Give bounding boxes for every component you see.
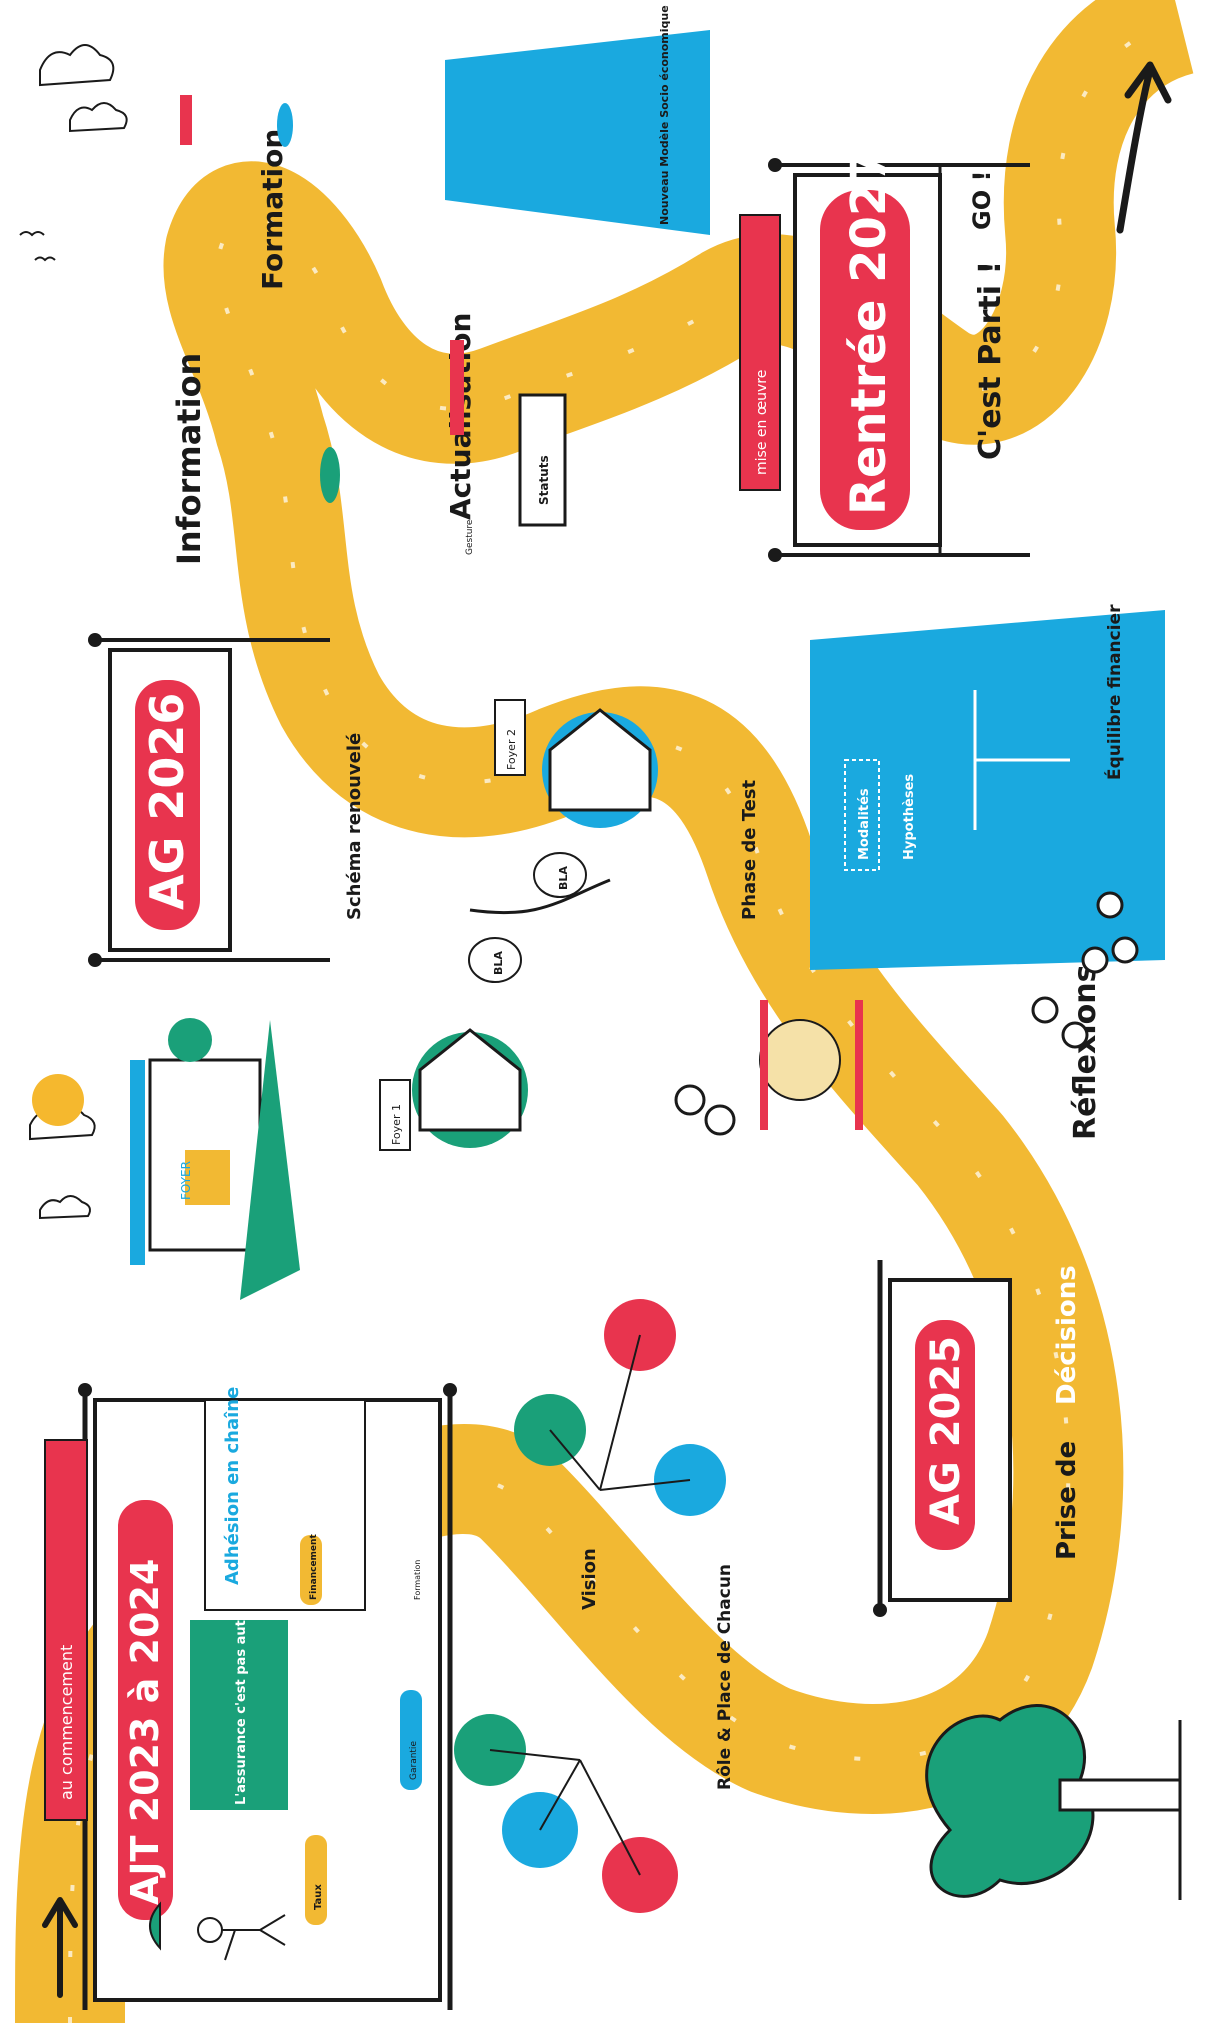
sign-ag2025: AG 2025 xyxy=(873,1260,1010,1617)
label-reflexions: Réflexions xyxy=(1068,965,1103,1141)
banner-mise-text: mise en œuvre xyxy=(754,370,770,475)
label-foyer2: Foyer 2 xyxy=(505,729,518,770)
label-adhesion: Adhésion en chaîne xyxy=(222,1387,243,1585)
label-role: Rôle & Place de Chacun xyxy=(715,1564,735,1790)
foyer-1: Foyer 1 xyxy=(380,1030,528,1150)
label-phase: Phase de Test xyxy=(739,779,760,920)
house: FOYER xyxy=(130,1018,300,1300)
label-foyer: FOYER xyxy=(179,1161,193,1200)
label-decisions: Décisions xyxy=(1052,1265,1082,1405)
label-go: GO ! xyxy=(968,171,996,230)
label-cest-parti: C'est Parti ! xyxy=(973,261,1008,460)
sign-ag2026-title: AG 2026 xyxy=(140,693,194,910)
panel-nouveau-modele: Nouveau Modèle Socio économique xyxy=(445,5,710,235)
label-foyer1: Foyer 1 xyxy=(390,1104,403,1145)
pad-green xyxy=(320,447,340,503)
birds xyxy=(20,232,55,260)
label-prise: Prise de xyxy=(1052,1441,1082,1560)
label-vision: Vision xyxy=(579,1548,600,1610)
desk-red xyxy=(180,95,192,145)
label-nouveau: Nouveau Modèle Socio économique xyxy=(658,5,671,225)
label-bla1: BLA xyxy=(492,951,505,975)
label-information: Information xyxy=(170,353,208,565)
sign-ajt: AJT 2023 à 2024 L'assurance c'est pas au… xyxy=(78,1383,457,2010)
pad-blue xyxy=(277,103,293,147)
label-taux: Taux xyxy=(313,1884,324,1910)
label-gesture: Gesture xyxy=(465,519,475,555)
label-financement: Financement xyxy=(309,1534,319,1600)
bla-bubbles: BLA BLA xyxy=(469,853,610,982)
label-hypotheses: Hypothèses xyxy=(902,774,917,860)
label-formation-badge: Formation xyxy=(413,1560,422,1600)
banner-start: au commencement xyxy=(45,1440,87,1820)
label-schema: Schéma renouvelé xyxy=(344,733,365,920)
label-validation: Validation du xyxy=(316,816,340,965)
banner-mise: mise en œuvre xyxy=(740,215,780,490)
banner-start-text: au commencement xyxy=(57,1645,76,1800)
label-statuts: Statuts xyxy=(537,455,551,505)
sign-rentree-title: Rentrée 2027 xyxy=(841,149,897,515)
sun xyxy=(32,1074,84,1126)
label-garantie: Garantie xyxy=(409,1741,419,1780)
clouds xyxy=(30,45,127,1218)
tree xyxy=(927,1705,1180,1900)
label-modalites: Modalités xyxy=(857,788,872,860)
statuts-board: Statuts xyxy=(520,395,565,525)
label-formation: Formation xyxy=(256,129,289,290)
desk-pink xyxy=(450,340,464,435)
label-bla2: BLA xyxy=(557,866,570,890)
label-equilibre: Équilibre financier xyxy=(1103,604,1125,780)
sign-ajt-title: AJT 2023 à 2024 xyxy=(123,1559,167,1905)
sign-ag2025-title: AG 2025 xyxy=(923,1336,969,1525)
